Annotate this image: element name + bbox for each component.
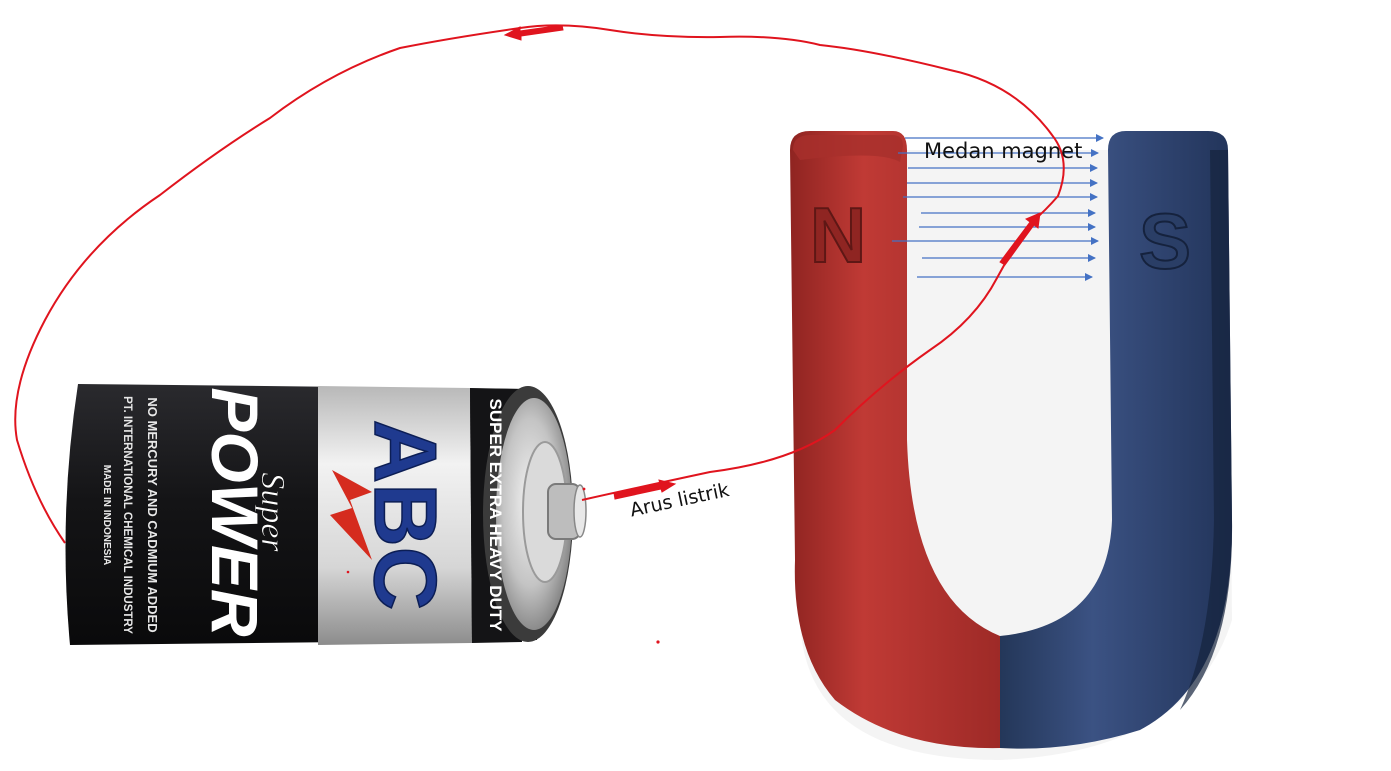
north-arm	[790, 131, 1000, 749]
magnetic-field-label: Medan magnet	[924, 139, 1083, 163]
battery-brand: ABC	[356, 420, 455, 611]
north-top-face	[793, 135, 903, 162]
battery-silver-band	[318, 386, 472, 645]
lightning-icon	[330, 470, 372, 560]
south-edge	[1180, 150, 1233, 710]
battery-power-text: POWER	[198, 387, 272, 637]
horseshoe-magnet: N S	[790, 131, 1233, 760]
battery-small-text-1: NO MERCURY AND CADMIUM ADDED	[145, 397, 160, 632]
battery-small-text-3: MADE IN INDONESIA	[101, 465, 112, 566]
north-pole-letter: N	[810, 191, 866, 279]
battery-super-text: Super	[254, 472, 291, 552]
current-arrow	[503, 24, 564, 41]
battery-small-text-2: PT. INTERNATIONAL CHEMICAL INDUSTRY	[121, 396, 133, 634]
positive-terminal-tip	[573, 484, 587, 538]
south-pole-letter: S	[1139, 197, 1191, 285]
magnetic-field-lines	[892, 134, 1104, 281]
wire-circuit	[14, 24, 1065, 644]
battery: ABC SUPER EXTRA HEAVY DUTY Super POWER N…	[65, 384, 587, 645]
dot	[656, 640, 660, 644]
current-arrow	[999, 212, 1041, 266]
dot	[582, 487, 586, 491]
wire	[14, 24, 1065, 544]
battery-band-text: SUPER EXTRA HEAVY DUTY	[486, 398, 505, 632]
dot	[346, 570, 350, 574]
south-arm	[1000, 131, 1233, 749]
current-arrow	[613, 479, 677, 500]
